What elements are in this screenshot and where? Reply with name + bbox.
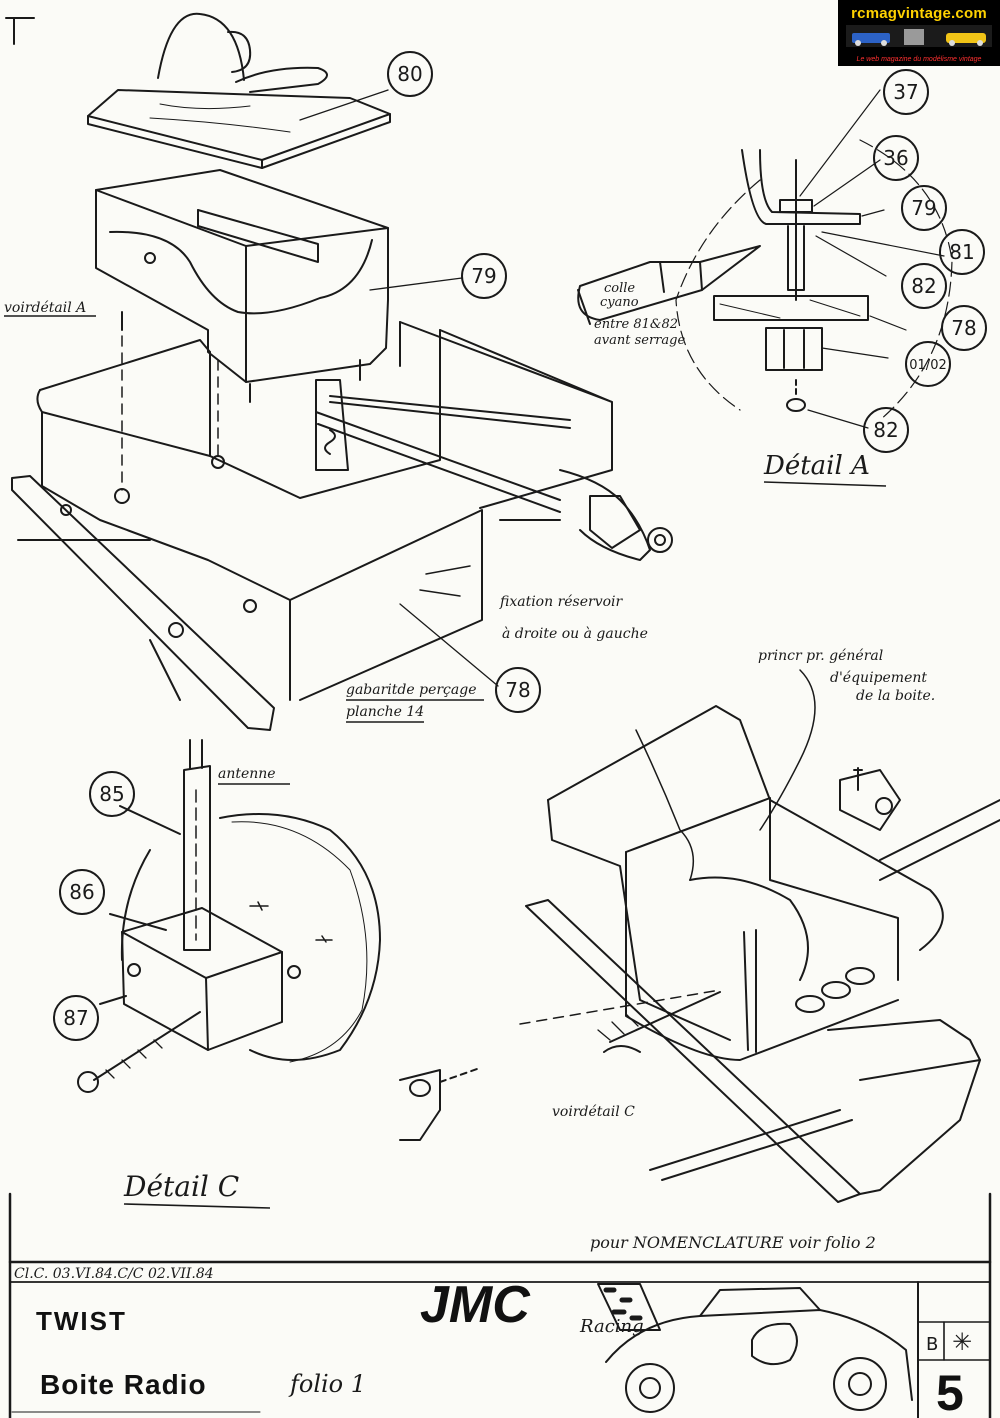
callout-36: 36 <box>883 146 908 170</box>
callout-circle-81 <box>939 229 985 275</box>
race-car-sketch <box>597 1283 913 1413</box>
sheet-number: 5 <box>936 1365 964 1418</box>
steering-linkage <box>315 379 673 561</box>
lid-part-80 <box>87 89 391 169</box>
nomenclature-note: pour NOMENCLATURE voir folio 2 <box>590 1233 876 1252</box>
brand-sub-text: Racing <box>579 1316 644 1337</box>
chassis-frame <box>11 321 613 731</box>
callout-81: 81 <box>949 240 974 264</box>
title-block-frame <box>8 1192 992 1418</box>
callout-78: 78 <box>505 678 530 702</box>
revision-letter: B <box>926 1334 938 1355</box>
ref-line: Cl.C. 03.VI.84.C/C 02.VII.84 <box>14 1266 214 1282</box>
colle-label-line1: colle <box>604 281 635 296</box>
model-name: TWIST <box>36 1306 127 1336</box>
callout-circle-79 <box>461 253 507 299</box>
site-badge-title: rcmagvintage.com <box>851 5 987 22</box>
entre-label-line2: avant serrage <box>594 333 685 348</box>
callout-37: 37 <box>893 80 918 104</box>
colle-label-line2: cyano <box>600 295 639 310</box>
callout-circle-0102 <box>905 341 951 387</box>
callout-circle-d78 <box>941 305 987 351</box>
principe-label-line2: d'équipement <box>830 670 927 686</box>
gabarit-label-line2: planche 14 <box>346 704 424 720</box>
callout-80: 80 <box>397 62 422 86</box>
fixation-label-line1: fixation réservoir <box>499 594 624 610</box>
callout-circle-37 <box>883 69 929 115</box>
folio-label: folio 1 <box>288 1370 366 1398</box>
site-badge: rcmagvintage.com Le web magazine du modé… <box>838 0 1000 66</box>
callout-0102: 01/02 <box>909 358 946 373</box>
subject-title: Boite Radio <box>40 1369 207 1400</box>
fixation-label-line2: à droite ou à gauche <box>502 626 648 642</box>
callout-circle-d79 <box>901 185 947 231</box>
callout-circle-86 <box>59 869 105 915</box>
revision-mark: ✳ <box>952 1328 972 1356</box>
voir-detail-c-label: voirdétail C <box>552 1104 635 1120</box>
detail-c-drawing <box>77 739 381 1093</box>
callout-79: 79 <box>471 264 496 288</box>
principe-label-line3: de la boite. <box>856 688 935 704</box>
callout-circle-87 <box>53 995 99 1041</box>
antenne-label: antenne <box>218 766 276 782</box>
callout-82b: 82 <box>873 418 898 442</box>
callout-82: 82 <box>911 274 936 298</box>
corner-mark <box>5 17 35 45</box>
callout-86: 86 <box>69 880 94 904</box>
callout-circle-78 <box>495 667 541 713</box>
callout-87: 87 <box>63 1006 88 1030</box>
site-badge-tagline: Le web magazine du modélisme vintage <box>856 56 982 63</box>
detail-c-title: Détail C <box>123 1170 239 1203</box>
principe-label-line1: princr pr. général <box>758 648 883 664</box>
tank-box-part-79 <box>95 169 389 403</box>
callout-d78: 78 <box>951 316 976 340</box>
car-photo-strip <box>846 25 992 47</box>
brand-logo-text: JMC <box>420 1276 531 1334</box>
installed-view <box>399 669 1000 1203</box>
callout-circle-82 <box>901 263 947 309</box>
entre-label-line1: entre 81&82 <box>594 317 678 332</box>
detail-a-drawing <box>577 89 953 429</box>
detail-a-title: Détail A <box>763 451 870 481</box>
gabarit-label-line1: gabaritde perçage <box>346 682 476 698</box>
voir-detail-a-label: voirdétail A <box>4 300 86 316</box>
callout-d79: 79 <box>911 196 936 220</box>
callout-circle-80 <box>387 51 433 97</box>
callout-85: 85 <box>99 782 124 806</box>
callout-circle-82b <box>863 407 909 453</box>
callout-circle-36 <box>873 135 919 181</box>
callout-circle-85 <box>89 771 135 817</box>
driver-figure <box>157 12 328 93</box>
